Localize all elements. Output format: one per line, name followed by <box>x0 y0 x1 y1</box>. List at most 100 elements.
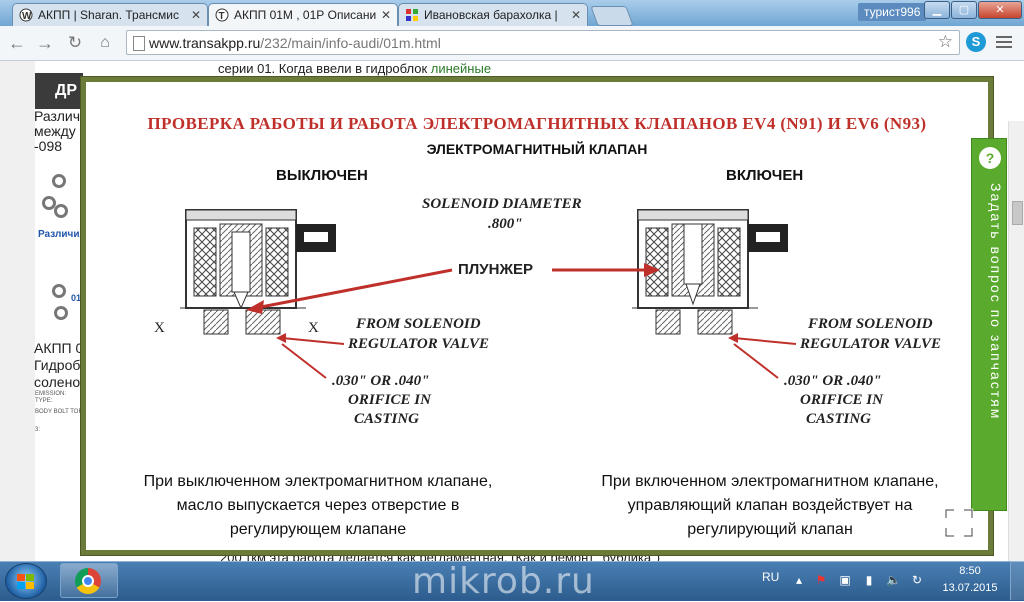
solenoid-on <box>632 209 788 335</box>
tray-volume-icon[interactable]: 🔈 <box>886 573 901 587</box>
tab-close-icon[interactable]: ✕ <box>190 8 201 22</box>
diagram-subtitle: ЭЛЕКТРОМАГНИТНЫЙ КЛАПАН <box>426 141 648 157</box>
solenoid-diagram: ПРОВЕРКА РАБОТЫ И РАБОТА ЭЛЕКТРОМАГНИТНЫ… <box>86 82 988 550</box>
caption-on: При включенном электромагнитном клапане,… <box>560 470 980 542</box>
image-lightbox: ПРОВЕРКА РАБОТЫ И РАБОТА ЭЛЕКТРОМАГНИТНЫ… <box>80 76 994 556</box>
clock-time: 8:50 <box>959 565 981 577</box>
tab-ivanovo[interactable]: Ивановская барахолка | ✕ <box>398 3 588 26</box>
page-small-type: TYPE: <box>35 398 53 404</box>
solenoid-diameter-line2: .800" <box>488 216 523 232</box>
new-tab-button[interactable] <box>590 6 634 26</box>
scrollbar-thumb[interactable] <box>1012 201 1023 225</box>
tray-update-icon[interactable]: ↻ <box>911 573 923 587</box>
orifice-left-2: ORIFICE IN <box>348 392 432 408</box>
page-label-01: 01 <box>71 293 82 303</box>
caption-on-line: регулирующий клапан <box>687 521 853 538</box>
tab-sharan[interactable]: W АКПП | Sharan. Трансмис ✕ <box>12 3 208 26</box>
ask-question-widget[interactable]: ? Задать вопрос по запчастям <box>971 138 1007 511</box>
page-left-line-2: между <box>34 123 76 139</box>
from-solenoid-left-2: REGULATOR VALVE <box>347 336 489 352</box>
maximize-button[interactable]: ▢ <box>951 1 977 19</box>
from-solenoid-right-1: FROM SOLENOID <box>807 316 933 332</box>
question-bubble-icon: ? <box>979 147 1001 169</box>
part-thumbnails[interactable] <box>40 166 80 346</box>
transakpp-favicon-icon: W <box>19 8 33 22</box>
caption-off-line: При выключенном электромагнитном клапане… <box>143 473 493 490</box>
page-left-gutter <box>0 61 35 561</box>
caption-on-line: управляющий клапан воздействует на <box>627 497 913 514</box>
tray-flag-icon[interactable]: ⚑ <box>815 573 827 587</box>
caption-on-line: При включенном электромагнитном клапане, <box>601 473 939 490</box>
grid-favicon-icon <box>406 9 418 21</box>
solenoid-drawing: X X SOLENOID DIAMETER .800" ПЛ <box>154 196 941 427</box>
home-icon[interactable]: ⌂ <box>100 34 110 51</box>
tray-expand-icon[interactable]: ▴ <box>795 573 803 587</box>
page-small-3: 3: <box>35 427 41 433</box>
page-left-line-1: Различ <box>34 108 81 124</box>
tab-label: Ивановская барахолка | <box>424 8 558 22</box>
watermark-text: mikrob.ru <box>412 561 595 602</box>
label-on: ВКЛЮЧЕН <box>726 167 804 184</box>
page-big-line-1: АКПП 0 <box>34 340 84 356</box>
user-profile-badge[interactable]: турист996 <box>858 3 927 21</box>
tab-close-icon[interactable]: ✕ <box>570 8 581 22</box>
language-indicator[interactable]: RU <box>762 570 780 584</box>
x-mark-left: X <box>154 320 165 336</box>
url-path: /232/main/info-audi/01m.html <box>260 35 441 51</box>
orifice-right-3: CASTING <box>806 411 871 427</box>
x-mark-right: X <box>308 320 319 336</box>
browser-toolbar: ← → ↻ ⌂ www.transakpp.ru/232/main/info-a… <box>0 26 1024 61</box>
caption-off-line: масло выпускается через отверстие в <box>176 497 460 514</box>
url-host: www.transakpp.ru <box>149 35 261 51</box>
diagram-title: ПРОВЕРКА РАБОТЫ И РАБОТА ЭЛЕКТРОМАГНИТНЫ… <box>147 114 927 133</box>
windows-taskbar <box>0 561 1024 601</box>
url-text[interactable]: www.transakpp.ru/232/main/info-audi/01m.… <box>149 35 441 51</box>
from-solenoid-left-1: FROM SOLENOID <box>355 316 481 332</box>
chrome-logo-icon <box>75 568 101 594</box>
back-arrow-icon[interactable]: ← <box>8 33 26 53</box>
minimize-button[interactable]: ▁ <box>924 1 950 19</box>
tab-label: АКПП 01М , 01Р Описани <box>234 8 377 22</box>
skype-extension-icon[interactable]: S <box>966 32 986 52</box>
page-small-torque: BODY BOLT TORQUE <box>35 409 96 415</box>
page-left-line-3: -098 <box>34 138 63 154</box>
orifice-left-1: .030" OR .040" <box>332 373 430 389</box>
solenoid-diameter-line1: SOLENOID DIAMETER <box>422 196 582 212</box>
page-top-text-link[interactable]: линейные <box>430 61 492 76</box>
browser-titlebar: W АКПП | Sharan. Трансмис ✕ T АКПП 01М ,… <box>0 0 1024 26</box>
tab-01m[interactable]: T АКПП 01М , 01Р Описани ✕ <box>208 3 398 26</box>
bookmark-star-icon[interactable]: ☆ <box>937 32 953 51</box>
page-small-emission: EMISSION: <box>35 391 67 397</box>
orifice-left-3: CASTING <box>354 411 419 427</box>
tray-device-icon[interactable]: ▣ <box>839 573 851 587</box>
tab-close-icon[interactable]: ✕ <box>380 8 391 22</box>
chrome-menu-icon[interactable] <box>996 36 1012 51</box>
show-desktop-button[interactable] <box>1010 561 1024 600</box>
system-clock[interactable]: 8:50 13.07.2015 <box>938 563 1002 597</box>
page-scrollbar[interactable] <box>1008 121 1024 561</box>
solenoid-off <box>180 209 336 335</box>
clock-date: 13.07.2015 <box>942 582 998 594</box>
close-button[interactable]: ✕ <box>978 1 1022 19</box>
start-button[interactable] <box>5 563 47 599</box>
page-nav-button[interactable]: ДР <box>35 73 83 109</box>
tray-signal-icon[interactable]: ▮ <box>865 573 873 587</box>
plunger-label: ПЛУНЖЕР <box>458 261 533 278</box>
taskbar-chrome-button[interactable] <box>60 563 118 598</box>
reload-icon[interactable]: ↻ <box>67 33 83 52</box>
fullscreen-expand-icon[interactable] <box>942 506 976 540</box>
page-big-line-2: Гидроб <box>34 357 81 373</box>
from-solenoid-right-2: REGULATOR VALVE <box>799 336 941 352</box>
svg-text:T: T <box>219 11 225 22</box>
forward-arrow-icon[interactable]: → <box>36 33 54 53</box>
orifice-right-1: .030" OR .040" <box>784 373 882 389</box>
tab-label: АКПП | Sharan. Трансмис <box>38 8 179 22</box>
label-off: ВЫКЛЮЧЕН <box>276 167 368 184</box>
page-top-text-main: серии 01. Когда ввели в гидроблок <box>218 61 431 76</box>
ask-question-label: Задать вопрос по запчастям <box>988 183 1004 421</box>
address-bar[interactable]: www.transakpp.ru/232/main/info-audi/01m.… <box>126 30 960 55</box>
orifice-right-2: ORIFICE IN <box>800 392 884 408</box>
page-label-differences[interactable]: Различия <box>38 229 86 240</box>
page-big-line-3: солено <box>34 374 81 390</box>
page-icon <box>133 36 145 51</box>
